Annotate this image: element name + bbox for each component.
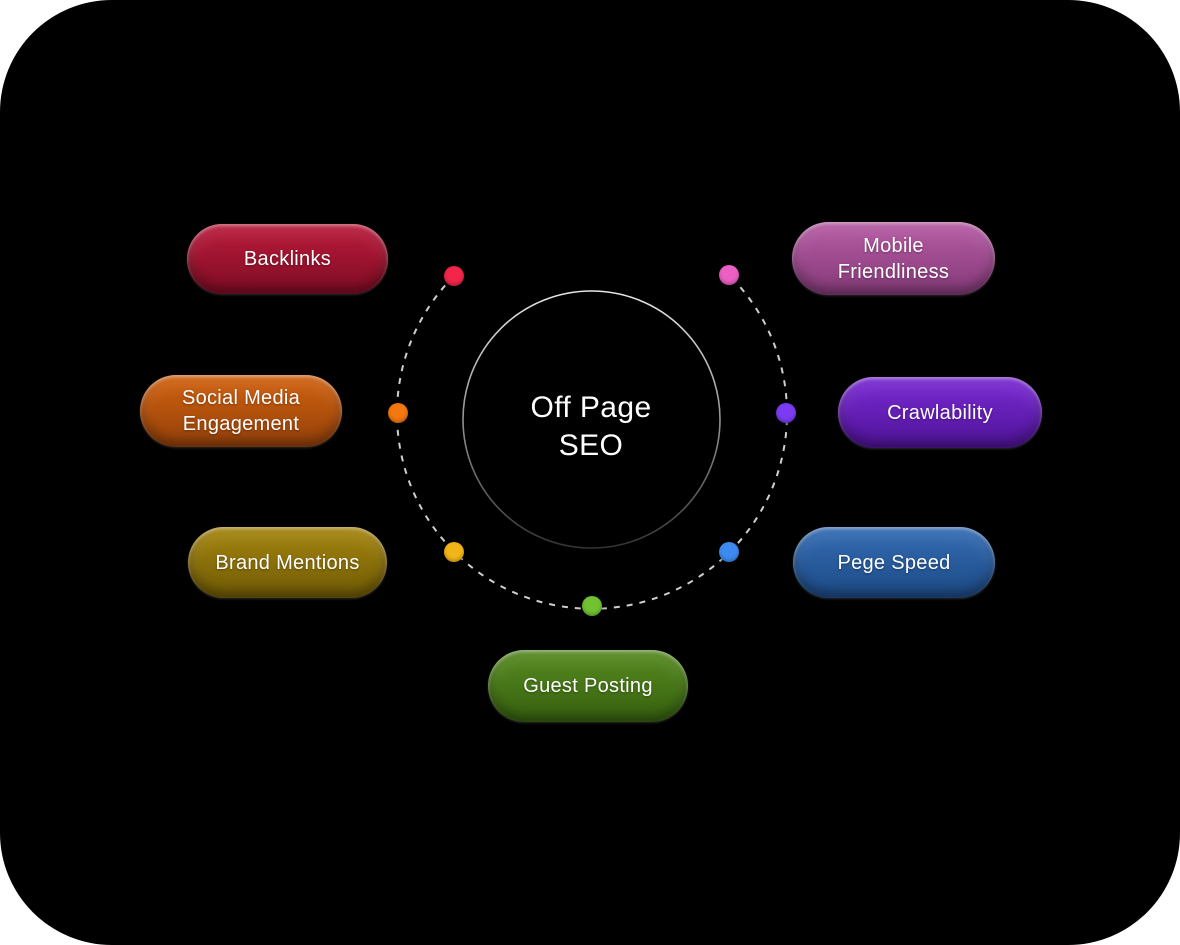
pill-brand-mentions: Brand Mentions (188, 527, 387, 598)
pill-label-guest-posting: Guest Posting (523, 675, 653, 697)
pill-backlinks: Backlinks (187, 224, 388, 294)
center-title-line2: SEO (558, 429, 624, 462)
pill-label-mobile-friendliness: Mobile Friendliness (837, 234, 950, 283)
center-title: Off Page SEO (530, 389, 651, 465)
pill-label-pege-speed: Pege Speed (837, 551, 951, 574)
center-title-line1: Off Page (530, 391, 652, 424)
pill-label-brand-mentions: Brand Mentions (215, 551, 360, 574)
pill-label-crawlability: Crawlability (887, 401, 993, 424)
pill-social-media-engagement: Social Media Engagement (140, 375, 342, 447)
pill-label-social-media-engagement: Social Media Engagement (181, 387, 301, 435)
pill-mobile-friendliness: Mobile Friendliness (792, 222, 995, 295)
orbit-dot-crawlability (776, 403, 796, 423)
pill-crawlability: Crawlability (838, 377, 1042, 448)
pill-guest-posting: Guest Posting (488, 650, 688, 722)
orbit-dot-brand-mentions (444, 542, 464, 562)
orbit-dot-mobile-friendliness (719, 265, 739, 285)
orbit-dot-backlinks (444, 266, 464, 286)
orbit-dot-guest-posting (582, 596, 602, 616)
pill-pege-speed: Pege Speed (793, 527, 995, 598)
pill-label-backlinks: Backlinks (243, 248, 332, 270)
orbit-dot-social-media-engagement (388, 403, 408, 423)
orbit-dot-pege-speed (719, 542, 739, 562)
